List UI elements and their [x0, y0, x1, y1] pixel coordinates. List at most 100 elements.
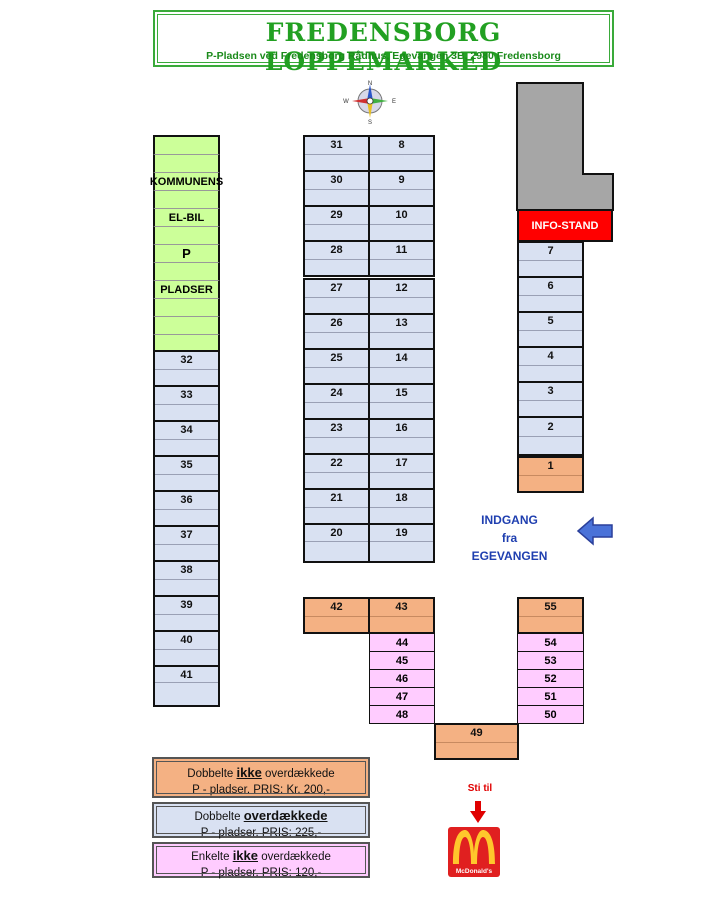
- spot-number: 29: [305, 207, 368, 225]
- parking-spot-47: 47: [369, 687, 435, 706]
- spot-number: 7: [519, 243, 582, 261]
- legend-blue-line1: Dobbelte overdækkede: [154, 808, 368, 825]
- spot-number: 13: [370, 315, 433, 333]
- title-box: FREDENSBORG LOPPEMARKED P-Pladsen ved Fr…: [153, 10, 614, 76]
- spot-number: 19: [370, 525, 433, 543]
- parking-spot-48: 48: [369, 705, 435, 724]
- legend-blue: Dobbelte overdækkede P - pladser. PRIS: …: [152, 802, 370, 839]
- legend-frame: [156, 761, 366, 794]
- spot-number: 5: [519, 313, 582, 331]
- spot-number: 16: [370, 420, 433, 438]
- parking-spot-35: 35: [153, 455, 220, 492]
- spot-number: 15: [370, 385, 433, 403]
- parking-spot-22: 22: [303, 453, 370, 490]
- legend-frame: [156, 846, 366, 874]
- spot-number: 10: [370, 207, 433, 225]
- page-subtitle: P-Pladsen ved Fredensborg Rådhus, Egevan…: [206, 50, 561, 62]
- spot-number: 6: [519, 278, 582, 296]
- ev-cell: [153, 263, 220, 281]
- ev-cell: [153, 155, 220, 173]
- spot-number: 1: [519, 458, 582, 476]
- parking-spot-24: 24: [303, 383, 370, 420]
- legend-emphasis: ikke: [236, 765, 262, 780]
- spot-number: 21: [305, 490, 368, 508]
- spot-number: 55: [519, 599, 582, 617]
- parking-spot-5: 5: [517, 311, 584, 348]
- legend-orange-line1: Dobbelte ikke overdækkede: [154, 765, 368, 782]
- entrance-line-3: EGEVANGEN: [471, 549, 548, 563]
- parking-spot-38: 38: [153, 560, 220, 597]
- spot-number: 14: [370, 350, 433, 368]
- spot-number: 40: [155, 632, 218, 650]
- parking-spot-21: 21: [303, 488, 370, 525]
- legend-orange: Dobbelte ikke overdækkede P - pladser. P…: [152, 757, 370, 798]
- parking-spot-52: 52: [517, 669, 584, 688]
- parking-spot-8: 8: [368, 135, 435, 172]
- spot-number: 2: [519, 418, 582, 437]
- spot-number: 20: [305, 525, 368, 543]
- parking-spot-54: 54: [517, 633, 584, 652]
- ev-cell: [153, 299, 220, 317]
- legend-frame: [156, 806, 366, 834]
- compass-e: E: [392, 99, 396, 105]
- parking-spot-51: 51: [517, 687, 584, 706]
- arrow-down-icon: [470, 801, 486, 823]
- spot-number: 24: [305, 385, 368, 403]
- parking-spot-20: 20: [303, 523, 370, 563]
- spot-number: 3: [519, 383, 582, 401]
- legend-emphasis: overdækkede: [243, 808, 328, 823]
- compass-n: N: [368, 81, 372, 87]
- parking-spot-15: 15: [368, 383, 435, 420]
- parking-spot-43: 43: [368, 597, 435, 634]
- parking-spot-18: 18: [368, 488, 435, 525]
- compass-s: S: [368, 120, 372, 126]
- parking-spot-42: 42: [303, 597, 370, 634]
- parking-spot-33: 33: [153, 385, 220, 422]
- parking-spot-30: 30: [303, 170, 370, 207]
- spot-number: 25: [305, 350, 368, 368]
- parking-spot-11: 11: [368, 240, 435, 277]
- parking-spot-41: 41: [153, 665, 220, 707]
- parking-spot-49: 49: [434, 723, 519, 760]
- parking-spot-6: 6: [517, 276, 584, 313]
- parking-spot-37: 37: [153, 525, 220, 562]
- parking-spot-55: 55: [517, 597, 584, 634]
- ev-cell: [153, 191, 220, 209]
- spot-number: 34: [155, 422, 218, 440]
- building-shape: [516, 82, 614, 211]
- parking-spot-36: 36: [153, 490, 220, 527]
- parking-spot-4: 4: [517, 346, 584, 383]
- parking-spot-39: 39: [153, 595, 220, 632]
- spot-number: 42: [305, 599, 368, 617]
- parking-spot-46: 46: [369, 669, 435, 688]
- spot-number: 23: [305, 420, 368, 438]
- info-stand: INFO-STAND: [517, 209, 613, 242]
- spot-number: 17: [370, 455, 433, 473]
- spot-number: 22: [305, 455, 368, 473]
- ev-cell: [153, 227, 220, 245]
- spot-number: 41: [155, 667, 218, 684]
- spot-number: 26: [305, 315, 368, 333]
- spot-number: 28: [305, 242, 368, 260]
- legend-pink: Enkelte ikke overdækkede P - pladser. PR…: [152, 842, 370, 879]
- parking-spot-3: 3: [517, 381, 584, 418]
- spot-number: 35: [155, 457, 218, 475]
- entrance-label: INDGANG fra EGEVANGEN: [462, 511, 557, 565]
- ev-label-pladser: PLADSER: [153, 281, 220, 299]
- spot-number: 32: [155, 352, 218, 370]
- parking-spot-2: 2: [517, 416, 584, 456]
- parking-spot-27: 27: [303, 278, 370, 315]
- parking-spot-50: 50: [517, 705, 584, 724]
- parking-spot-31: 31: [303, 135, 370, 172]
- parking-spot-16: 16: [368, 418, 435, 455]
- parking-spot-10: 10: [368, 205, 435, 242]
- path-label: Sti til: [467, 783, 493, 794]
- spot-number: 27: [305, 280, 368, 298]
- ev-label-kommunens: KOMMUNENS: [150, 173, 223, 191]
- spot-number: 36: [155, 492, 218, 510]
- spot-number: 37: [155, 527, 218, 545]
- legend-text: Enkelte: [191, 851, 233, 863]
- parking-spot-9: 9: [368, 170, 435, 207]
- parking-spot-23: 23: [303, 418, 370, 455]
